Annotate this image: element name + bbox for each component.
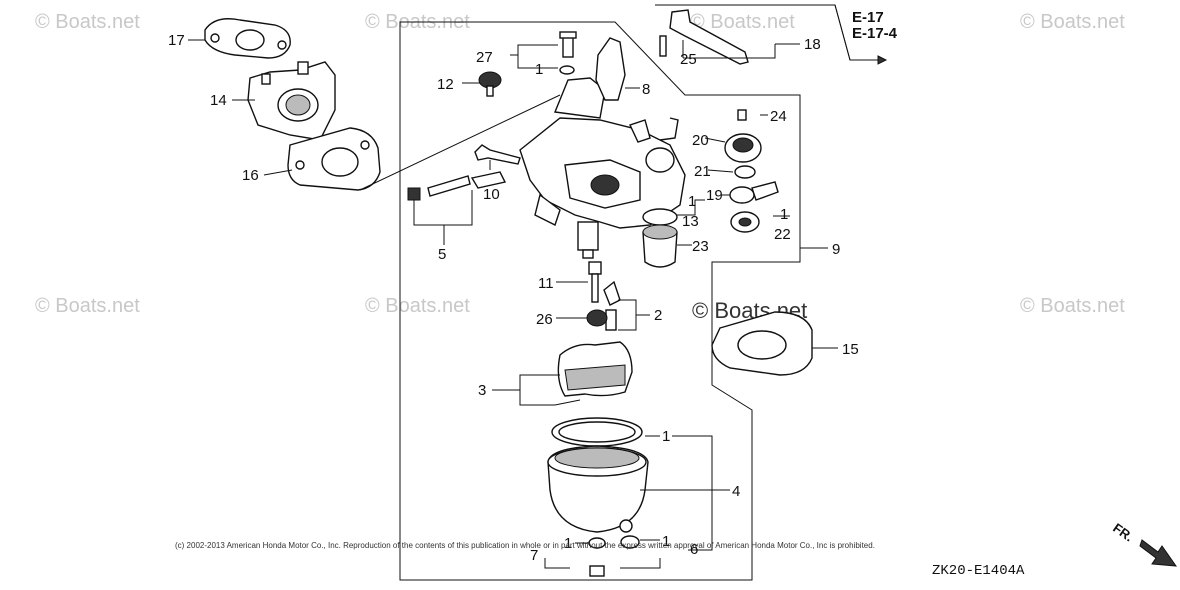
float-bowl-4 — [547, 445, 649, 533]
part-label-20[interactable]: 20 — [692, 132, 709, 149]
drain-screw — [620, 535, 640, 549]
float-23 — [642, 224, 678, 268]
reference-arrow-icon — [877, 55, 888, 65]
front-direction-indicator: FR. — [1110, 520, 1178, 567]
part-label-6[interactable]: 6 — [690, 541, 698, 558]
float-3 — [554, 341, 633, 406]
drawing-code: ZK20-E1404A — [932, 563, 1025, 579]
bracket-8 — [595, 37, 626, 101]
choke-lever-18 — [659, 9, 749, 65]
jet-2 — [603, 280, 621, 331]
part-label-1c[interactable]: 1 — [780, 206, 788, 223]
pilot-screw-5 — [407, 175, 471, 201]
part-label-1a[interactable]: 1 — [535, 61, 543, 78]
part-label-14[interactable]: 14 — [210, 92, 227, 109]
needle-11 — [588, 261, 602, 303]
watermark: © Boats.net — [1020, 295, 1125, 317]
part-label-21[interactable]: 21 — [694, 163, 711, 180]
carburetor-body — [519, 77, 686, 259]
screw-27 — [559, 31, 577, 75]
reference-frame-diagonal — [834, 4, 851, 61]
part-label-24[interactable]: 24 — [770, 108, 787, 125]
part-label-15[interactable]: 15 — [842, 341, 859, 358]
o-ring-13 — [642, 208, 678, 226]
part-label-3[interactable]: 3 — [478, 382, 486, 399]
part-label-10[interactable]: 10 — [483, 186, 500, 203]
watermark: © Boats.net — [365, 295, 470, 317]
watermark: © Boats.net — [690, 11, 795, 33]
watermark: © Boats.net — [1020, 11, 1125, 33]
reference-e17: E-17 — [852, 9, 884, 26]
part-label-9[interactable]: 9 — [832, 241, 840, 258]
washer-26 — [586, 309, 608, 327]
copyright-notice: (c) 2002-2013 American Honda Motor Co., … — [175, 541, 875, 550]
parts-right-stack — [724, 109, 779, 233]
leader-lines — [188, 39, 838, 569]
part-label-1b[interactable]: 1 — [688, 193, 696, 210]
part-label-26[interactable]: 26 — [536, 311, 553, 328]
front-arrow-icon — [1139, 539, 1178, 567]
part-label-5[interactable]: 5 — [438, 246, 446, 263]
screw-10 — [470, 144, 521, 189]
part-label-17[interactable]: 17 — [168, 32, 185, 49]
part-label-1f[interactable]: 1 — [662, 533, 670, 550]
part-label-25[interactable]: 25 — [680, 51, 697, 68]
float-bowl-gasket — [551, 417, 643, 447]
drain-bolt — [589, 565, 605, 577]
part-label-8[interactable]: 8 — [642, 81, 650, 98]
gasket-17 — [204, 18, 291, 59]
part-label-1d[interactable]: 1 — [662, 428, 670, 445]
cap-12 — [478, 71, 502, 97]
part-label-16[interactable]: 16 — [242, 167, 259, 184]
part-label-2[interactable]: 2 — [654, 307, 662, 324]
part-label-18[interactable]: 18 — [804, 36, 821, 53]
gasket-15 — [711, 311, 813, 376]
reference-e17-4: E-17-4 — [852, 25, 898, 42]
part-label-23[interactable]: 23 — [692, 238, 709, 255]
part-label-11[interactable]: 11 — [538, 275, 554, 292]
part-label-7[interactable]: 7 — [530, 547, 538, 564]
part-label-27[interactable]: 27 — [476, 49, 493, 66]
part-label-4[interactable]: 4 — [732, 483, 740, 500]
part-label-12[interactable]: 12 — [437, 76, 454, 93]
insulator-14 — [247, 61, 336, 141]
watermark: © Boats.net — [35, 11, 140, 33]
watermark: © Boats.net — [35, 295, 140, 317]
part-label-1e[interactable]: 1 — [564, 535, 572, 552]
part-label-13[interactable]: 13 — [682, 213, 699, 230]
part-labels: 17 14 16 27 1 12 8 10 5 25 18 24 20 21 1… — [168, 32, 859, 564]
part-label-19[interactable]: 19 — [706, 187, 723, 204]
assembly-frame — [399, 21, 801, 581]
part-label-22[interactable]: 22 — [774, 226, 791, 243]
direction-label: FR. — [1110, 520, 1136, 544]
